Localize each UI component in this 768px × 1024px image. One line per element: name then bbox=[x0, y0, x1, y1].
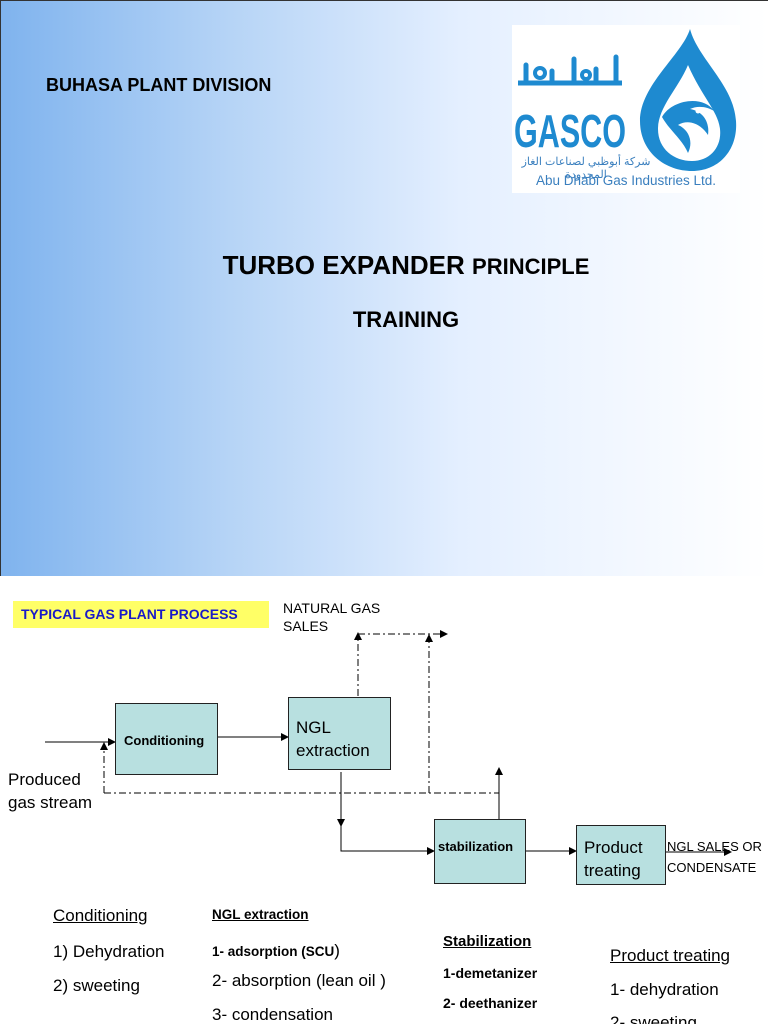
ngl-list-heading: NGL extraction bbox=[212, 907, 309, 922]
conditioning-box-label: Conditioning bbox=[124, 733, 205, 748]
process-slide: TYPICAL GAS PLANT PROCESS NATURAL GAS SA… bbox=[0, 576, 768, 1024]
sub-title: TRAINING bbox=[352, 307, 460, 332]
gasco-emblem-icon: GASCO bbox=[514, 29, 737, 171]
main-title: TURBO EXPANDER PRINCIPLE bbox=[0, 250, 768, 281]
conditioning-item-2: 2) sweeting bbox=[53, 976, 140, 995]
conditioning-list-heading: Conditioning bbox=[53, 906, 148, 925]
stabilization-box-label: stabilization bbox=[438, 839, 514, 854]
logo-company-name: Abu Dhabi Gas Industries Ltd. bbox=[535, 173, 717, 188]
ngl-item-1: 1- adsorption (SCU) bbox=[212, 941, 340, 960]
ngl-extraction-box: NGL extraction bbox=[288, 697, 391, 770]
ngl-extraction-box-label: NGL extraction bbox=[296, 718, 370, 760]
product-treating-box: Product treating bbox=[576, 825, 666, 885]
conditioning-item-1: 1) Dehydration bbox=[53, 942, 165, 961]
stabilization-list: Stabilization 1-demetanizer 2- deethaniz… bbox=[443, 933, 537, 1011]
product-treating-box-label: Product treating bbox=[584, 838, 643, 880]
product-item-1: 1- dehydration bbox=[610, 980, 719, 999]
division-label: BUHASA PLANT DIVISION bbox=[46, 75, 272, 95]
conditioning-list: Conditioning 1) Dehydration 2) sweeting bbox=[53, 906, 165, 995]
conditioning-box: Conditioning bbox=[115, 703, 218, 775]
stabilization-item-2: 2- deethanizer bbox=[443, 995, 538, 1011]
title-slide: BUHASA PLANT DIVISION GASCO شركة أبوظبي … bbox=[0, 0, 768, 576]
main-title-strong: TURBO EXPANDER bbox=[222, 250, 465, 280]
slide-border-left bbox=[0, 0, 1, 576]
stabilization-box: stabilization bbox=[434, 819, 526, 884]
ngl-sales-label: NGL SALES OR CONDENSATE bbox=[667, 839, 762, 875]
ngl-to-stabilization-line bbox=[340, 772, 435, 855]
gasco-logo: GASCO شركة أبوظبي لصناعات الغاز المحدودة… bbox=[512, 25, 740, 193]
stabilization-list-heading: Stabilization bbox=[443, 933, 532, 950]
produced-gas-label: Produced gas stream bbox=[8, 770, 93, 812]
logo-arabic-company: شركة أبوظبي لصناعات الغاز المحدودة bbox=[521, 156, 651, 181]
ngl-extraction-list: NGL extraction 1- adsorption (SCU) 2- ab… bbox=[212, 907, 386, 1024]
process-heading: TYPICAL GAS PLANT PROCESS bbox=[13, 601, 269, 628]
product-list-heading: Product treating bbox=[610, 946, 731, 965]
product-item-2: 2- sweeting bbox=[610, 1013, 697, 1024]
residue-gas-lines bbox=[103, 633, 499, 794]
natural-gas-label: NATURAL GAS SALES bbox=[283, 600, 381, 634]
process-flow-diagram bbox=[45, 630, 732, 856]
main-title-rest: PRINCIPLE bbox=[472, 254, 590, 279]
ngl-item-2: 2- absorption (lean oil ) bbox=[212, 971, 386, 990]
stabilization-item-1: 1-demetanizer bbox=[443, 965, 538, 981]
logo-brand-text: GASCO bbox=[514, 105, 626, 157]
ngl-item-3: 3- condensation bbox=[212, 1005, 333, 1024]
product-treating-list: Product treating 1- dehydration 2- sweet… bbox=[610, 946, 731, 1024]
slide-border-top bbox=[0, 0, 768, 1]
